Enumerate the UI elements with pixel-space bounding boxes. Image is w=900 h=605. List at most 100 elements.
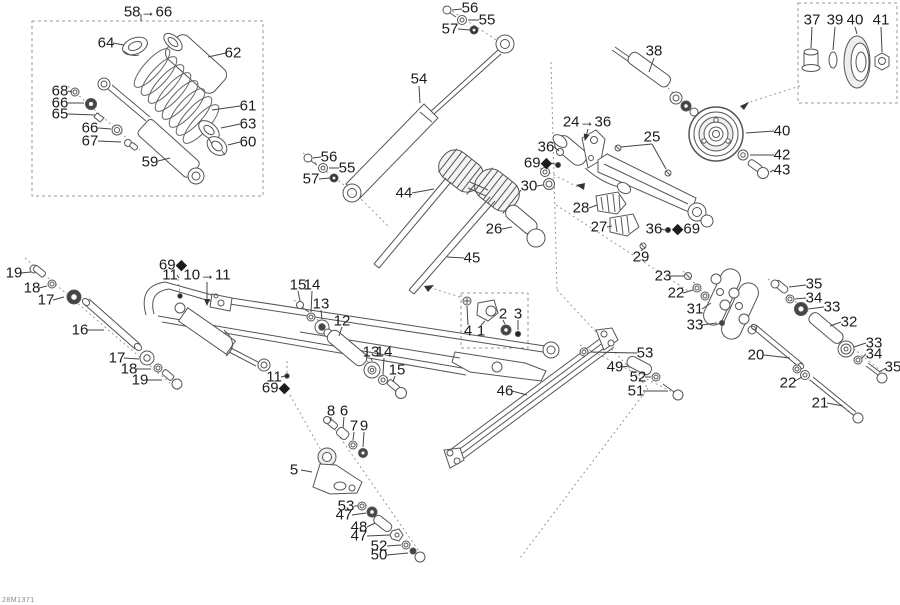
part-label-57: 57 — [302, 170, 320, 188]
part-label-16: 16 — [71, 321, 89, 339]
torsion-spring-left — [433, 144, 489, 198]
part-label-56: 56 — [320, 148, 338, 166]
shock-assembly-box — [32, 21, 263, 196]
part-label-17: 17 — [37, 291, 55, 309]
part-label-28: 28 — [572, 199, 590, 217]
part-label-66: 66 — [51, 94, 69, 112]
part-label-51: 51 — [627, 382, 645, 400]
part-label-36: 36 — [537, 138, 555, 156]
tie-rods-46 — [444, 328, 618, 468]
part-label-42: 42 — [773, 146, 791, 164]
part-label-19: 19 — [5, 264, 23, 282]
part-label-33: 33 — [823, 298, 841, 316]
rear-arm-24-36 — [551, 130, 713, 227]
part-label-18: 18 — [120, 360, 138, 378]
part-label-8: 8 — [326, 402, 336, 420]
part-label-2: 2 — [498, 305, 508, 323]
part-label-40: 40 — [846, 11, 864, 29]
front-arm-10-11 — [144, 282, 559, 381]
upper-link-rod-20 — [750, 323, 805, 370]
part-label-13: 13 — [312, 295, 330, 313]
part-label-63: 63 — [239, 115, 257, 133]
part-label-69-: 69◆ — [523, 154, 553, 172]
part-label-7: 7 — [349, 417, 359, 435]
part-label-15: 15 — [388, 361, 406, 379]
fitting-box — [461, 293, 528, 348]
part-label-32: 32 — [840, 313, 858, 331]
part-label-14: 14 — [303, 276, 321, 294]
leader-arrowheads — [424, 102, 749, 292]
part-label-55: 55 — [478, 11, 496, 29]
part-label-52: 52 — [370, 537, 388, 555]
leader-lines — [21, 9, 886, 555]
part-label-9: 9 — [359, 417, 369, 435]
part-label-53: 53 — [337, 497, 355, 515]
part-label-33: 33 — [686, 316, 704, 334]
part-label-5: 5 — [289, 461, 299, 479]
arm-screws-25 — [615, 145, 671, 176]
part-label-69-: 69◆ — [158, 256, 188, 274]
part-label-25: 25 — [643, 128, 661, 146]
part-label-18: 18 — [23, 279, 41, 297]
part-label-26: 26 — [485, 220, 503, 238]
part-label--69: ◆69 — [671, 220, 701, 238]
part-label-69-: 69◆ — [261, 379, 291, 397]
part-label-29: 29 — [632, 248, 650, 266]
part-label-4: 4 — [463, 322, 473, 340]
part-label-47: 47 — [350, 527, 368, 545]
arm-inner-shock — [175, 303, 270, 371]
rod-end-set-49-53 — [580, 348, 683, 400]
coil-spring-61 — [129, 44, 223, 148]
adjuster-ring-60 — [203, 133, 230, 159]
axle-shaft-38 — [612, 47, 698, 116]
part-label-48: 48 — [350, 518, 368, 536]
part-label-50: 50 — [370, 546, 388, 564]
part-label-22: 22 — [779, 374, 797, 392]
part-label-34: 34 — [805, 289, 823, 307]
part-label-45: 45 — [463, 249, 481, 267]
part-label-55: 55 — [338, 159, 356, 177]
part-label-54: 54 — [410, 70, 428, 88]
part-label-65: 65 — [51, 105, 69, 123]
part-label-47: 47 — [335, 506, 353, 524]
part-label-61: 61 — [239, 97, 257, 115]
link-hardware-22 — [685, 273, 810, 380]
part-label-67: 67 — [81, 132, 99, 150]
center-link-shock-set — [297, 302, 407, 399]
part-label-21: 21 — [811, 394, 829, 412]
pad-screws-29-36 — [640, 228, 671, 250]
part-label-20: 20 — [747, 346, 765, 364]
part-label-52: 52 — [629, 368, 647, 386]
bellcrank-bolt-set — [324, 417, 368, 458]
part-label-44: 44 — [395, 184, 413, 202]
part-label-40: 40 — [773, 122, 791, 140]
shock-canister-62 — [161, 30, 230, 96]
bellcrank-5 — [313, 448, 362, 494]
part-label-11: 11 — [162, 266, 178, 284]
shock-absorber-59 — [98, 78, 204, 184]
idler-wheel-40 — [689, 107, 743, 161]
fitting-parts-1-4 — [463, 297, 521, 337]
figure-code: 28M1371 — [2, 597, 35, 604]
part-label-56: 56 — [461, 0, 479, 17]
torsion-spring-right — [468, 163, 525, 217]
part-label-6: 6 — [339, 402, 349, 420]
part-label-38: 38 — [645, 42, 663, 60]
part-label-17: 17 — [108, 349, 126, 367]
part-label-13: 13 — [362, 343, 380, 361]
part-label-36: 36 — [645, 220, 663, 238]
front-arm-axle-set — [30, 265, 182, 389]
part-label-57: 57 — [441, 20, 459, 38]
part-label-39: 39 — [826, 11, 844, 29]
stopper-pad-28 — [596, 192, 626, 214]
part-label-14: 14 — [375, 343, 393, 361]
center-shock-54 — [343, 35, 514, 202]
wheel-hardware-42-43 — [738, 150, 769, 179]
part-label-19: 19 — [131, 371, 149, 389]
part-label-35: 35 — [805, 275, 823, 293]
part-label-34: 34 — [865, 345, 883, 363]
part-label-1: 1 — [476, 322, 486, 340]
part-label-23: 23 — [654, 267, 672, 285]
